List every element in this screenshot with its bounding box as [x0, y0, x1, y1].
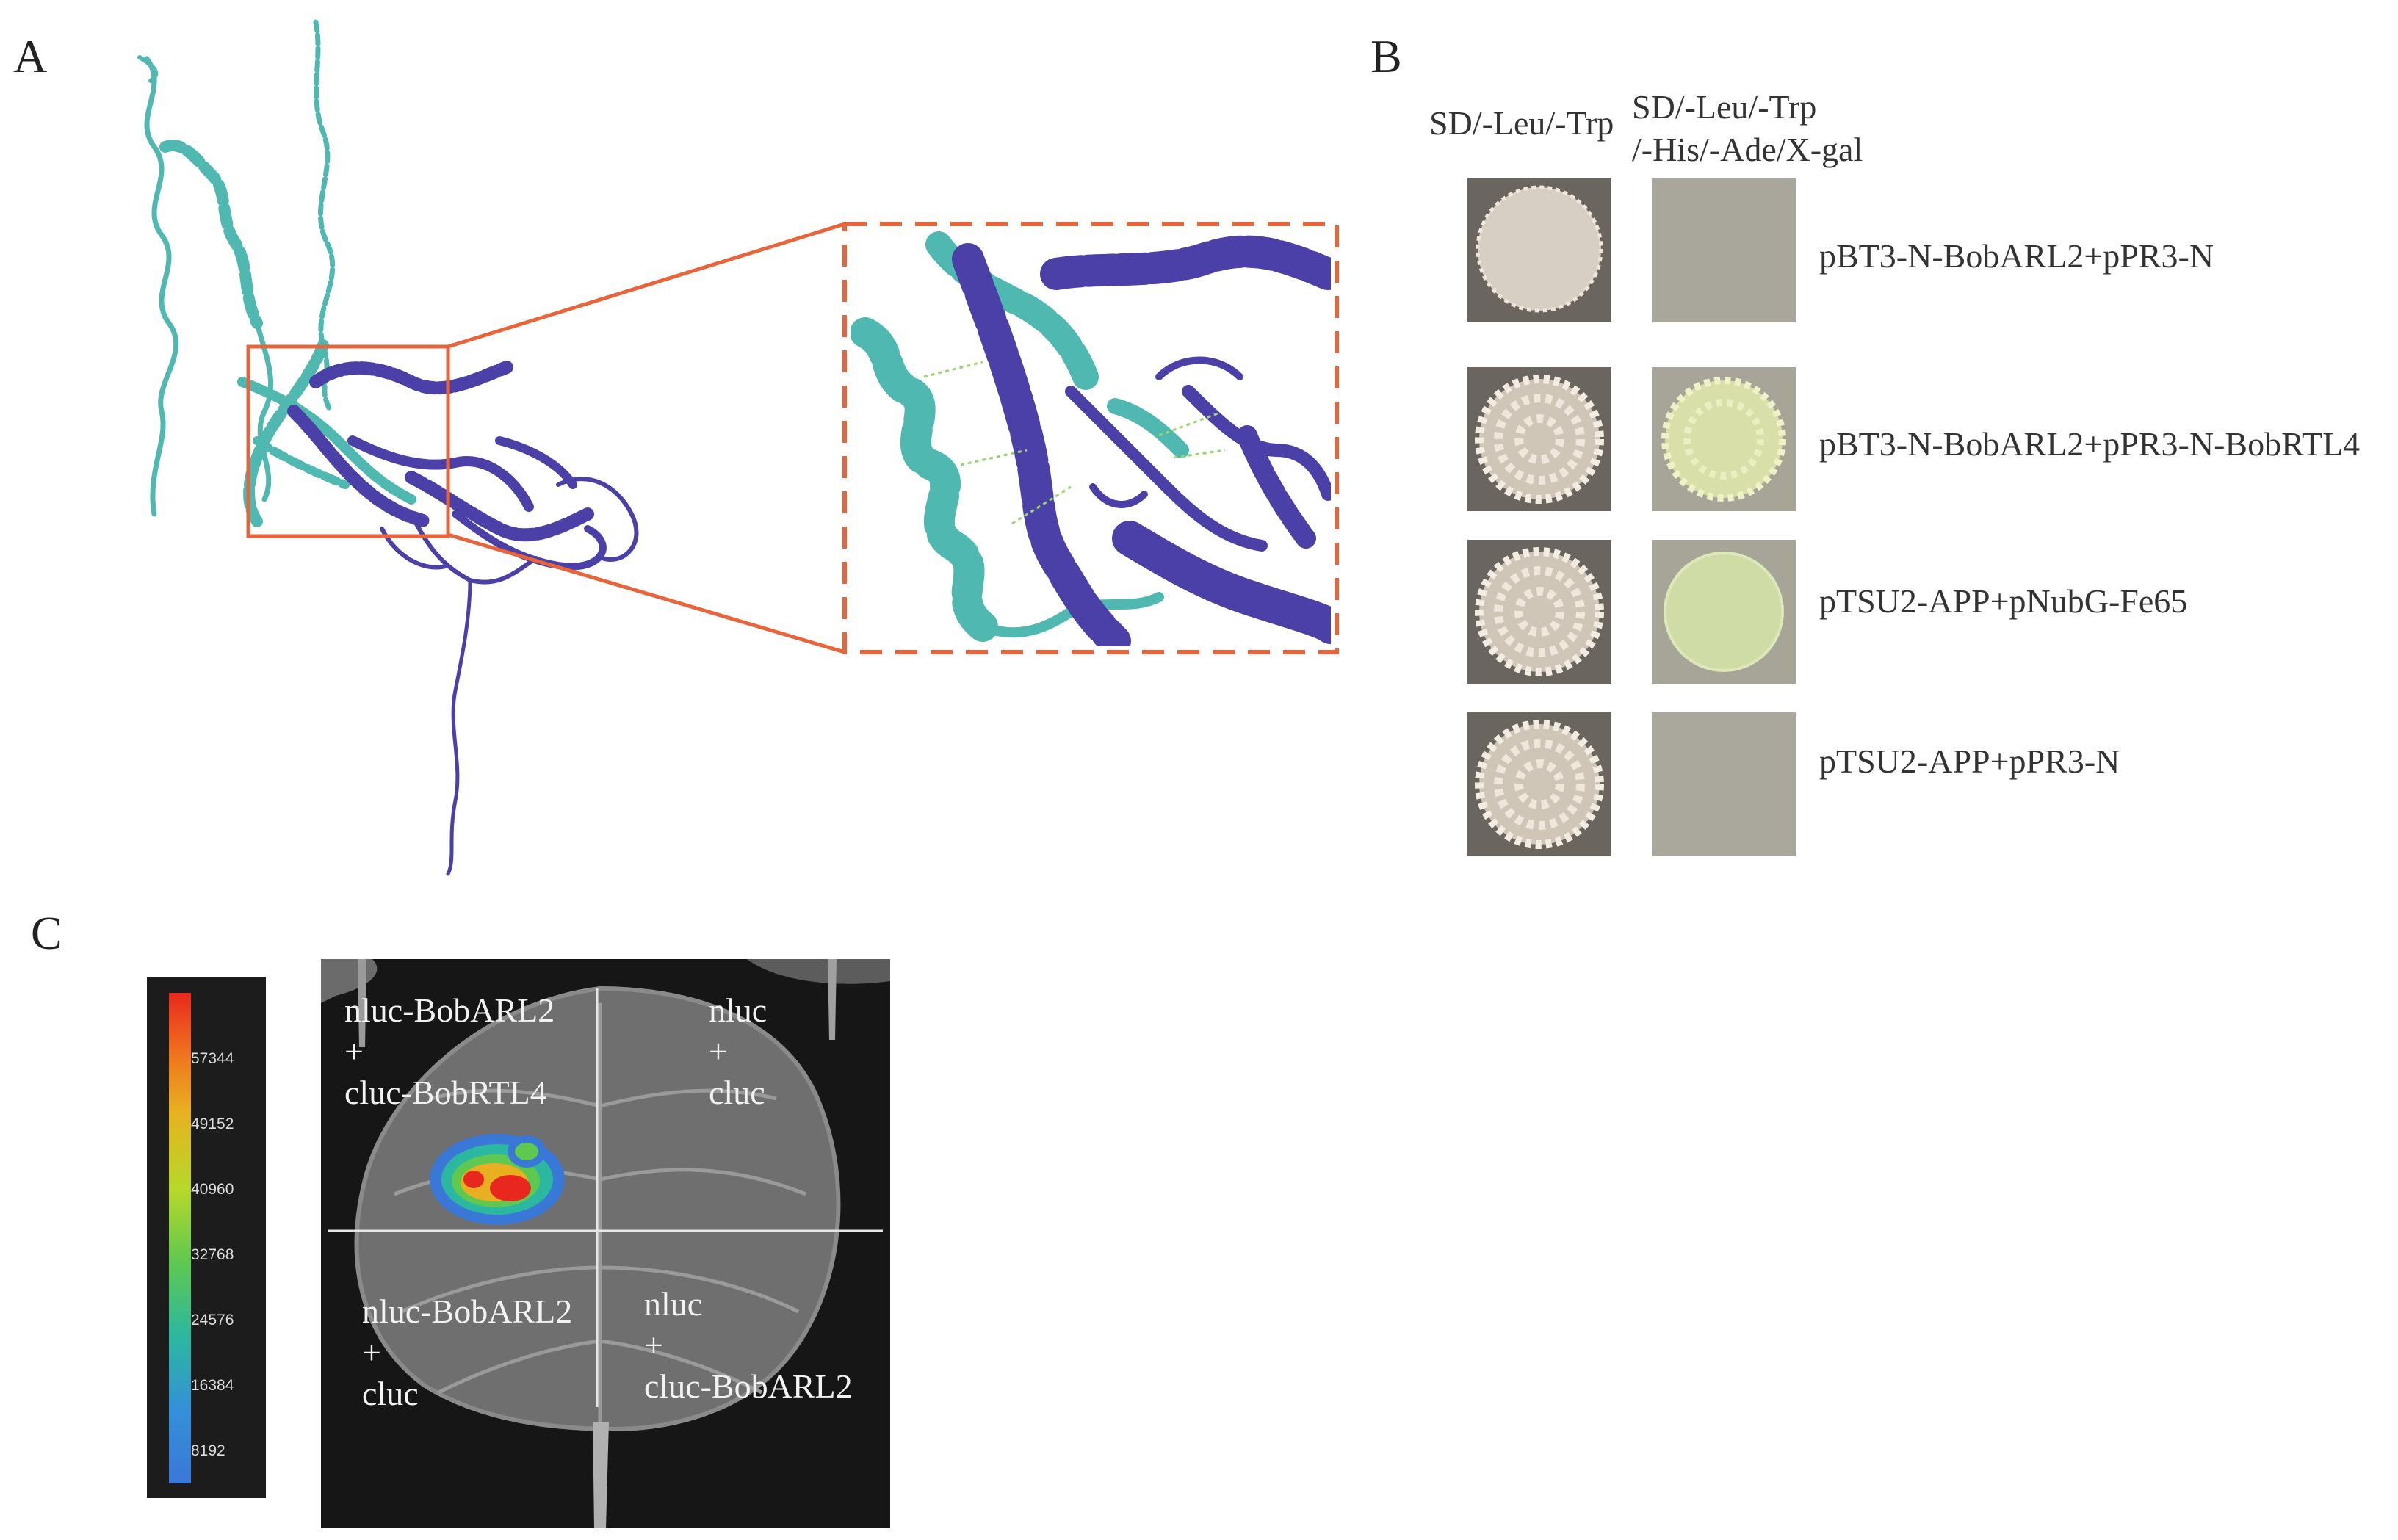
- scale-tick-57344: 57344: [191, 1050, 234, 1067]
- row-label-1: pBT3-N-BobARL2+pPR3-N: [1819, 237, 2214, 275]
- scale-tick-24576: 24576: [191, 1312, 234, 1328]
- yeast-plate-r4-selective: [1652, 712, 1796, 856]
- yeast-plate-r2-sd-ltrp: [1467, 367, 1611, 511]
- panel-letter-c: C: [31, 907, 62, 959]
- quadrant-tl-line1: nluc-BobARL2: [344, 991, 555, 1029]
- protein-interface-zoom: [851, 231, 1331, 646]
- leaf-luminescence-image: nluc-BobARL2 + cluc-BobRTL4 nluc + cluc …: [321, 959, 890, 1528]
- panel-letter-a: A: [13, 30, 48, 82]
- yeast-plate-r3-sd-ltrp: [1467, 540, 1611, 684]
- quadrant-bl-line2: +: [362, 1334, 381, 1371]
- panel-letter-b: B: [1370, 30, 1402, 82]
- yeast-plate-r2-selective: [1652, 367, 1796, 511]
- scale-gradient: [169, 993, 191, 1483]
- row-label-4: pTSU2-APP+pPR3-N: [1819, 742, 2120, 780]
- protein-structure-overview: [137, 19, 1339, 876]
- quadrant-bl-line3: cluc: [362, 1375, 419, 1412]
- luminescence-scale: 57344 49152 40960 32768 24576 16384 8192: [147, 977, 266, 1498]
- scale-tick-8192: 8192: [191, 1442, 225, 1459]
- quadrant-br-line2: +: [644, 1326, 663, 1364]
- column-header-left: SD/-Leu/-Trp: [1429, 104, 1614, 142]
- scale-tick-32768: 32768: [191, 1246, 234, 1263]
- row-label-3: pTSU2-APP+pNubG-Fe65: [1819, 582, 2188, 620]
- quadrant-tr-line2: +: [709, 1033, 728, 1070]
- yeast-plate-r1-sd-ltrp: [1467, 178, 1611, 322]
- quadrant-tl-line2: +: [344, 1033, 364, 1070]
- quadrant-tl-line3: cluc-BobRTL4: [344, 1074, 547, 1111]
- column-header-right-line1: SD/-Leu/-Trp: [1632, 88, 1817, 126]
- quadrant-tr-line3: cluc: [709, 1074, 765, 1111]
- quadrant-bl-line1: nluc-BobARL2: [362, 1293, 573, 1330]
- yeast-plate-r4-sd-ltrp: [1467, 712, 1611, 856]
- yeast-plate-r3-selective: [1652, 540, 1796, 684]
- scale-tick-16384: 16384: [191, 1377, 234, 1394]
- scale-tick-49152: 49152: [191, 1116, 234, 1132]
- column-header-right-line2: /-His/-Ade/X-gal: [1632, 131, 1863, 168]
- quadrant-br-line3: cluc-BobARL2: [644, 1367, 853, 1405]
- row-label-2: pBT3-N-BobARL2+pPR3-N-BobRTL4: [1819, 425, 2361, 463]
- scale-tick-40960: 40960: [191, 1181, 234, 1198]
- quadrant-tr-line1: nluc: [709, 991, 768, 1029]
- quadrant-br-line1: nluc: [644, 1285, 703, 1323]
- yeast-plate-r1-selective: [1652, 178, 1796, 322]
- leaf-illustration: [321, 959, 890, 1528]
